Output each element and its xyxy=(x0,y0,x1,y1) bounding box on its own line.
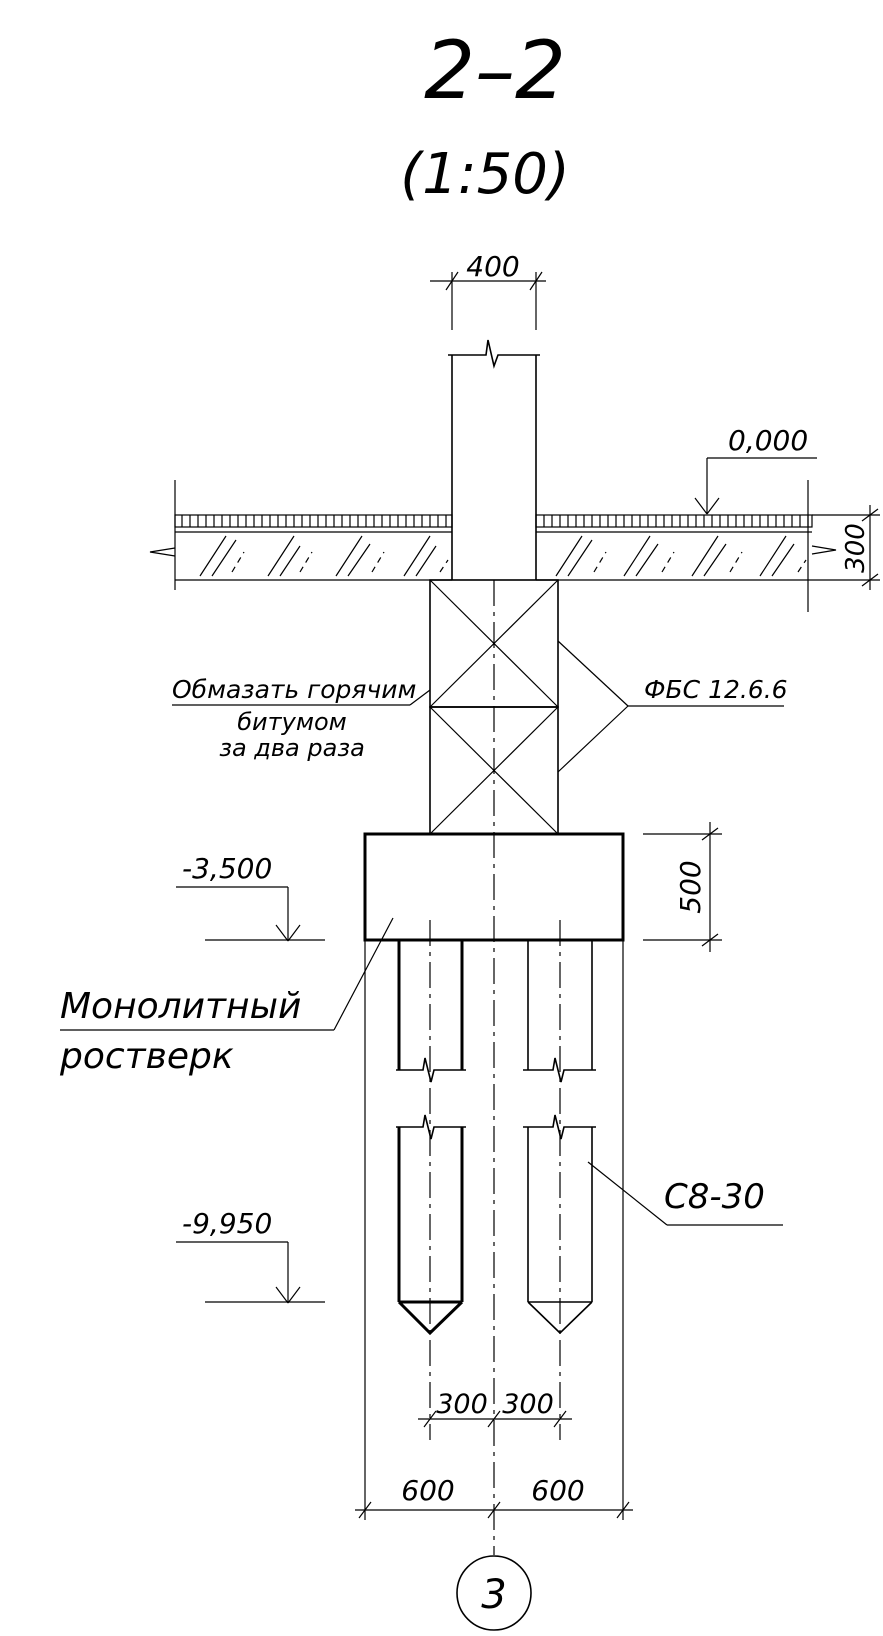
floor-slab-right xyxy=(535,480,837,612)
cap-note-line1: Монолитный xyxy=(60,986,301,1027)
axis-marker: 3 xyxy=(456,1555,532,1631)
coating-note-line3: за два раза xyxy=(219,734,365,762)
coating-note: Обмазать горячим битумом за два раза xyxy=(172,675,431,762)
cap-note-line2: ростверк xyxy=(59,1036,234,1077)
pile-label: С8-30 xyxy=(587,1161,783,1226)
cap-note: Монолитный ростверк xyxy=(59,917,394,1077)
pile-right xyxy=(523,940,596,1335)
fbs-label-text: ФБС 12.6.6 xyxy=(644,675,788,704)
coating-note-line1: Обмазать горячим xyxy=(172,675,416,704)
floor-thickness-dimension: 300 xyxy=(812,505,880,590)
scale-label: (1:50) xyxy=(400,142,569,207)
column-width-label: 400 xyxy=(466,250,519,283)
section-title: 2–2 xyxy=(424,24,566,117)
fbs-label: ФБС 12.6.6 xyxy=(557,640,788,773)
floor-slab-left xyxy=(149,480,453,590)
pile-left xyxy=(396,940,466,1336)
column xyxy=(448,339,540,580)
cap-half-right-label: 600 xyxy=(531,1474,584,1507)
level-marker-pile-tip: -9,950 xyxy=(176,1207,325,1304)
column-width-dimension: 400 xyxy=(430,250,546,330)
level-marker-floor: 0,000 xyxy=(694,424,817,515)
level-floor-label: 0,000 xyxy=(728,424,808,457)
level-pile-tip-label: -9,950 xyxy=(182,1207,272,1240)
pile-label-text: С8-30 xyxy=(664,1177,765,1217)
axis-marker-label: 3 xyxy=(481,1572,506,1618)
pile-offset-right-label: 300 xyxy=(502,1389,554,1420)
coating-note-line2: битумом xyxy=(237,708,346,736)
level-cap-bottom-label: -3,500 xyxy=(182,852,272,885)
pile-spacing-dimension: 300 300 xyxy=(418,1389,572,1428)
cap-width-dimension: 600 600 xyxy=(355,1474,633,1519)
level-marker-cap-bottom: -3,500 xyxy=(176,852,325,942)
cap-half-left-label: 600 xyxy=(401,1474,454,1507)
cap-height-label: 500 xyxy=(674,860,707,913)
pile-offset-left-label: 300 xyxy=(436,1389,488,1420)
cap-height-dimension: 500 xyxy=(643,822,722,952)
floor-thickness-label: 300 xyxy=(841,523,871,573)
